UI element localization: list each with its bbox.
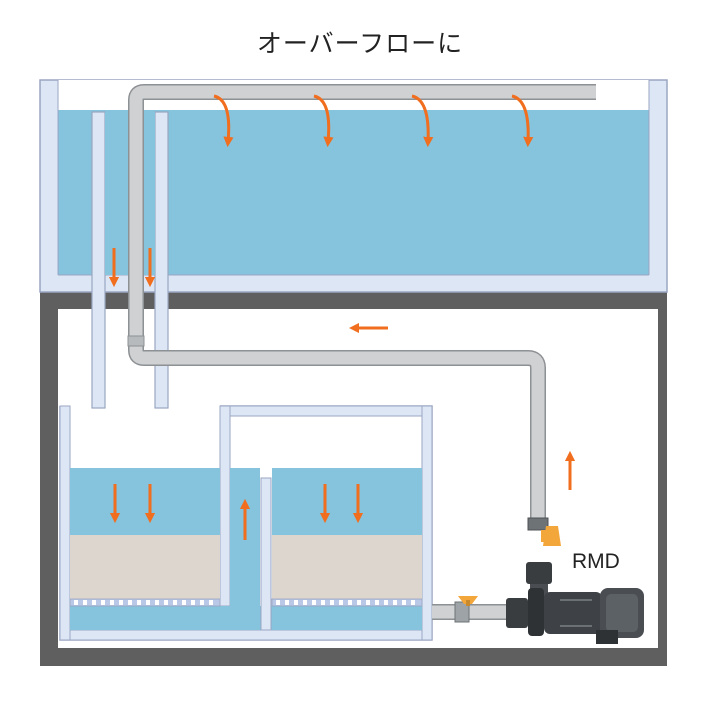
plate-hole [110, 600, 114, 605]
plate-hole [375, 600, 379, 605]
plate-hole [191, 600, 195, 605]
filter-media-left [70, 535, 220, 599]
valve-icon[interactable] [458, 596, 478, 606]
plate-hole [128, 600, 132, 605]
plate-hole [393, 600, 397, 605]
filter-plate-right [271, 598, 423, 607]
plate-hole [200, 600, 204, 605]
plate-hole [321, 600, 325, 605]
flow-arrows [108, 94, 576, 540]
down-arrow-icon [313, 94, 334, 148]
plate-hole [173, 600, 177, 605]
plate-hole [330, 600, 334, 605]
plate-hole [357, 600, 361, 605]
plate-hole [209, 600, 213, 605]
filter-plate-left [69, 598, 221, 607]
pump-icon[interactable] [506, 562, 644, 644]
diagram-title: オーバーフローに [256, 30, 464, 58]
down-arrow-icon [213, 94, 234, 148]
filter-media-right [272, 535, 422, 599]
down-arrow-icon [411, 94, 434, 148]
valve-icon[interactable] [541, 526, 561, 546]
plate-hole [294, 600, 298, 605]
plate-hole [366, 600, 370, 605]
plate-hole [285, 600, 289, 605]
plate-hole [303, 600, 307, 605]
plate-hole [348, 600, 352, 605]
plate-hole [411, 600, 415, 605]
plate-hole [137, 600, 141, 605]
plate-hole [155, 600, 159, 605]
plate-hole [276, 600, 280, 605]
plate-hole [119, 600, 123, 605]
plate-hole [402, 600, 406, 605]
pump-label: RMD [572, 550, 620, 573]
pipe-fittings [127, 335, 549, 623]
return-pipe [128, 84, 596, 620]
plate-hole [182, 600, 186, 605]
plate-hole [339, 600, 343, 605]
down-arrow-icon [511, 94, 534, 148]
plate-hole [164, 600, 168, 605]
plate-hole [101, 600, 105, 605]
plate-hole [83, 600, 87, 605]
plate-hole [312, 600, 316, 605]
plate-hole [74, 600, 78, 605]
sump [59, 405, 433, 641]
plate-hole [92, 600, 96, 605]
plate-hole [384, 600, 388, 605]
plate-hole [146, 600, 150, 605]
